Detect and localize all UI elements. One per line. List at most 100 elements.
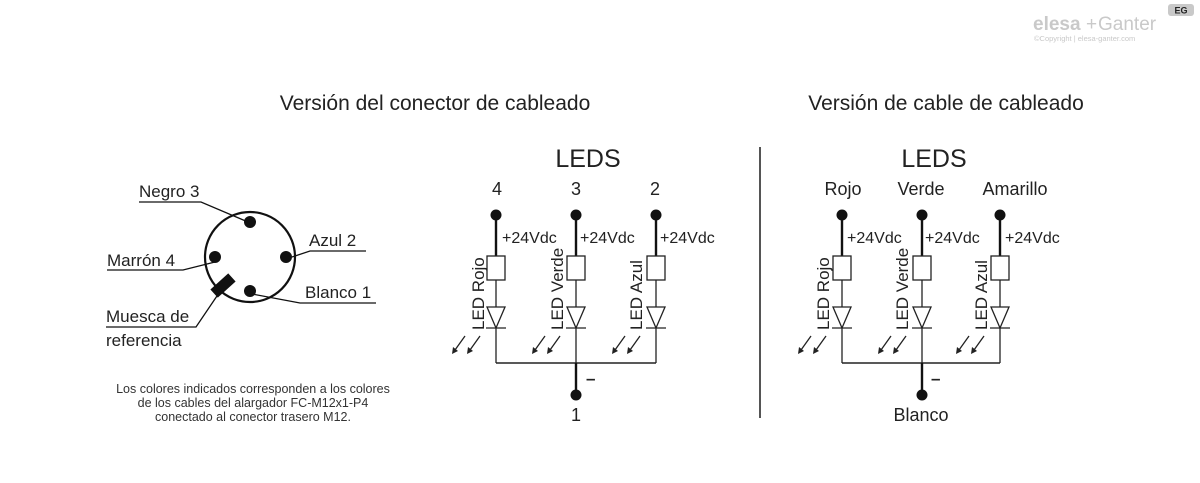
led-branch: [798, 209, 852, 363]
common-terminal-dot: [916, 389, 928, 401]
common-terminal-dot: [570, 389, 582, 401]
arrow-head-icon: [532, 347, 538, 354]
leader-negro-3: [139, 201, 249, 223]
logo-copyright: ©Copyright | elesa-ganter.com: [1034, 34, 1135, 43]
notch-label-line2: referencia: [106, 331, 182, 350]
arrow-head-icon: [467, 347, 473, 354]
light-emission-arrow: [469, 335, 481, 351]
led-branch: [956, 209, 1010, 363]
resistor-symbol: [912, 255, 932, 281]
pin-marron-4: [209, 251, 221, 263]
light-emission-arrow: [880, 335, 892, 351]
circuit-heading-cable: LEDS: [901, 145, 966, 173]
circuit-connector-version: [452, 209, 666, 401]
led-label-azul-cable: LED Azul: [972, 260, 991, 330]
light-emission-arrow: [958, 335, 970, 351]
led-diode-icon: [646, 306, 666, 330]
note-line-3: conectado al conector trasero M12.: [155, 410, 351, 424]
light-emission-arrow: [534, 335, 546, 351]
notch-label-line1: Muesca de: [106, 307, 189, 326]
resistor-symbol: [486, 255, 506, 281]
circuit-heading-connector: LEDS: [555, 145, 620, 173]
pin-blanco-1: [244, 285, 256, 297]
arrow-head-icon: [971, 347, 977, 354]
leader-blanco-1: [251, 293, 376, 304]
arrow-head-icon: [452, 347, 458, 354]
led-diode-icon: [566, 306, 586, 330]
arrow-head-icon: [612, 347, 618, 354]
led-diode-icon: [912, 306, 932, 330]
logo-brand-plus: +: [1086, 14, 1097, 35]
note-line-2: de los cables del alargador FC-M12x1-P4: [138, 396, 369, 410]
terminal-label-3: 3: [571, 179, 581, 199]
common-terminal-cable: Blanco: [893, 405, 948, 425]
supply-label-2: +24Vdc: [660, 230, 715, 247]
terminal-label-4: 4: [492, 179, 502, 199]
supply-label-3: +24Vdc: [580, 230, 635, 247]
led-branch: [452, 209, 506, 363]
logo-badge-text: EG: [1174, 6, 1187, 16]
led-label-verde-cable: LED Verde: [893, 248, 912, 330]
reference-notch: [210, 273, 236, 298]
light-emission-arrow: [895, 335, 907, 351]
led-diode-icon: [486, 306, 506, 330]
light-emission-arrow: [549, 335, 561, 351]
terminal-label-2: 2: [650, 179, 660, 199]
led-branch: [878, 209, 932, 363]
arrow-head-icon: [893, 347, 899, 354]
pin-label-marron-4: Marrón 4: [107, 251, 175, 270]
supply-label-rojo: +24Vdc: [847, 230, 902, 247]
circuit-cable-version: [798, 209, 1010, 401]
leader-azul-2: [291, 250, 366, 258]
terminal-label-rojo: Rojo: [824, 179, 861, 199]
supply-label-4: +24Vdc: [502, 230, 557, 247]
led-label-azul: LED Azul: [627, 260, 646, 330]
led-label-rojo-cable: LED Rojo: [814, 257, 833, 330]
led-label-rojo: LED Rojo: [469, 257, 488, 330]
arrow-head-icon: [956, 347, 962, 354]
resistor-symbol: [990, 255, 1010, 281]
elesa-ganter-logo: EG elesa + Ganter ©Copyright | elesa-gan…: [1033, 4, 1194, 43]
terminal-label-verde: Verde: [897, 179, 944, 199]
light-emission-arrow: [800, 335, 812, 351]
supply-label-amarillo: +24Vdc: [1005, 230, 1060, 247]
led-branch: [532, 209, 586, 363]
note-line-1: Los colores indicados corresponden a los…: [116, 382, 390, 396]
connector-section-title: Versión del conector de cableado: [280, 92, 591, 115]
connector-pinout: [106, 201, 376, 328]
arrow-head-icon: [547, 347, 553, 354]
light-emission-arrow: [629, 335, 641, 351]
led-label-verde: LED Verde: [548, 248, 567, 330]
terminal-label-amarillo: Amarillo: [982, 179, 1047, 199]
arrow-head-icon: [627, 347, 633, 354]
light-emission-arrow: [973, 335, 985, 351]
logo-brand-right: Ganter: [1098, 14, 1157, 35]
arrow-head-icon: [813, 347, 819, 354]
pin-negro-3: [244, 216, 256, 228]
arrow-head-icon: [798, 347, 804, 354]
leader-marron-4: [107, 261, 216, 271]
common-sign-cable: –: [931, 369, 940, 388]
resistor-symbol: [646, 255, 666, 281]
pin-label-negro-3: Negro 3: [139, 182, 199, 201]
light-emission-arrow: [614, 335, 626, 351]
light-emission-arrow: [454, 335, 466, 351]
resistor-symbol: [832, 255, 852, 281]
supply-label-verde: +24Vdc: [925, 230, 980, 247]
logo-badge: [1168, 4, 1194, 16]
pin-label-blanco-1: Blanco 1: [305, 283, 371, 302]
resistor-symbol: [566, 255, 586, 281]
cable-section-title: Versión de cable de cableado: [808, 92, 1084, 115]
common-terminal-connector: 1: [571, 405, 581, 425]
arrow-head-icon: [878, 347, 884, 354]
common-sign-connector: –: [586, 369, 595, 388]
connector-body: [203, 210, 297, 304]
led-diode-icon: [832, 306, 852, 330]
logo-brand-left: elesa: [1033, 14, 1081, 35]
pin-azul-2: [280, 251, 292, 263]
pin-label-azul-2: Azul 2: [309, 231, 356, 250]
led-branch: [612, 209, 666, 363]
led-diode-icon: [990, 306, 1010, 330]
leader-notch: [106, 292, 220, 328]
